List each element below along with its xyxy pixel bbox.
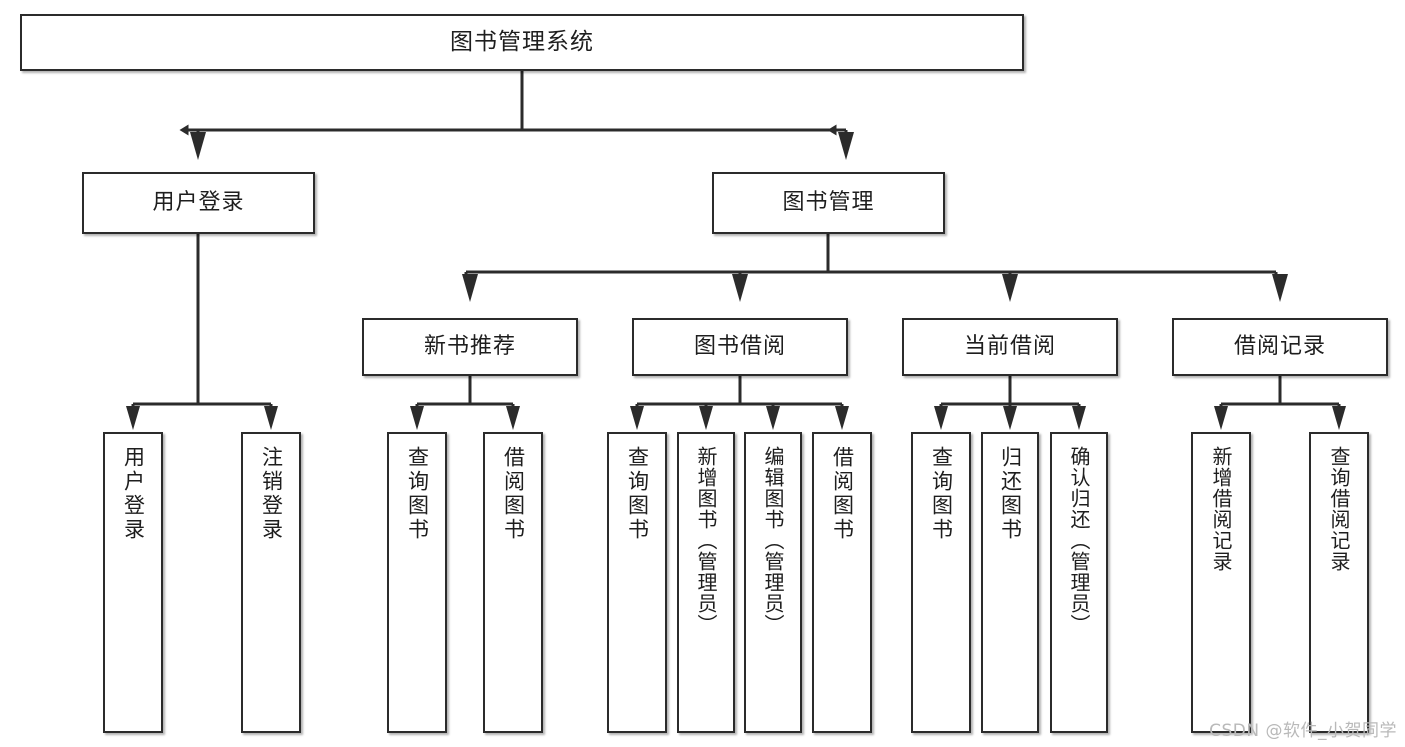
node-label: 新书推荐: [423, 334, 516, 360]
node-label: 查询图书: [405, 446, 430, 542]
leaf-query-borrow-record[interactable]: 查询借阅记录: [1309, 432, 1369, 733]
arrowhead-borrow-record: [1272, 274, 1288, 302]
node-label: 借阅图书: [830, 446, 855, 542]
leaf-logout-login[interactable]: 注销登录: [241, 432, 301, 733]
node-label: 借阅图书: [501, 446, 526, 542]
node-user-login[interactable]: 用户登录: [82, 172, 315, 234]
csdn-watermark: CSDN @软件_小贺同学: [1209, 721, 1397, 741]
node-label: 新增借阅记录: [1209, 446, 1233, 572]
node-label: 借阅记录: [1233, 334, 1326, 360]
arrowhead-leaf-borrow-book-1: [506, 406, 520, 430]
leaf-add-book-admin[interactable]: 新增图书（管理员）: [677, 432, 735, 733]
node-book-borrow[interactable]: 图书借阅: [632, 318, 848, 376]
node-current-borrow[interactable]: 当前借阅: [902, 318, 1118, 376]
arrowhead-leaf-borrow-book-2: [835, 406, 849, 430]
node-label: 用户登录: [152, 190, 245, 216]
arrowhead-book-borrow: [732, 274, 748, 302]
leaf-return-book[interactable]: 归还图书: [981, 432, 1039, 733]
node-new-book-recommend[interactable]: 新书推荐: [362, 318, 578, 376]
node-label: 图书管理系统: [450, 29, 594, 56]
leaf-query-book-current[interactable]: 查询图书: [911, 432, 971, 733]
arrowhead-leaf-query-book-1: [410, 406, 424, 430]
node-label: 确认归还（管理员）: [1067, 446, 1091, 635]
node-label: 归还图书: [998, 446, 1023, 542]
arrowhead-new-book-recommend: [462, 274, 478, 302]
arrowhead-leaf-query-book-3: [934, 406, 948, 430]
node-book-management[interactable]: 图书管理: [712, 172, 945, 234]
leaf-add-borrow-record[interactable]: 新增借阅记录: [1191, 432, 1251, 733]
arrowhead-leaf-query-record: [1332, 406, 1346, 430]
leaf-confirm-return-admin[interactable]: 确认归还（管理员）: [1050, 432, 1108, 733]
arrowhead-leaf-query-book-2: [630, 406, 644, 430]
leaf-edit-book-admin[interactable]: 编辑图书（管理员）: [744, 432, 802, 733]
arrowhead-leaf-logout-login: [264, 406, 278, 430]
node-label: 查询图书: [625, 446, 650, 542]
leaf-query-book-borrow[interactable]: 查询图书: [607, 432, 667, 733]
node-label: 用户登录: [121, 446, 146, 542]
node-label: 当前借阅: [963, 334, 1056, 360]
node-borrow-record[interactable]: 借阅记录: [1172, 318, 1388, 376]
arrowhead-leaf-add-record: [1214, 406, 1228, 430]
node-label: 图书管理: [782, 190, 875, 216]
node-label: 注销登录: [259, 446, 284, 542]
leaf-borrow-book-recommend[interactable]: 借阅图书: [483, 432, 543, 733]
arrowhead-user-login: [190, 132, 206, 160]
node-root-book-management-system[interactable]: 图书管理系统: [20, 14, 1024, 71]
arrowhead-leaf-return-book: [1003, 406, 1017, 430]
node-label: 查询借阅记录: [1327, 446, 1351, 572]
leaf-query-book-recommend[interactable]: 查询图书: [387, 432, 447, 733]
arrowhead-leaf-confirm-return: [1072, 406, 1086, 430]
leaf-user-login[interactable]: 用户登录: [103, 432, 163, 733]
node-label: 新增图书（管理员）: [694, 446, 718, 635]
arrowhead-leaf-edit-book: [766, 406, 780, 430]
arrowhead-book-management: [838, 132, 854, 160]
arrowhead-leaf-user-login: [126, 406, 140, 430]
arrowhead-current-borrow: [1002, 274, 1018, 302]
node-label: 查询图书: [929, 446, 954, 542]
arrowhead-leaf-add-book: [699, 406, 713, 430]
leaf-borrow-book[interactable]: 借阅图书: [812, 432, 872, 733]
node-label: 编辑图书（管理员）: [761, 446, 785, 635]
node-label: 图书借阅: [693, 334, 786, 360]
